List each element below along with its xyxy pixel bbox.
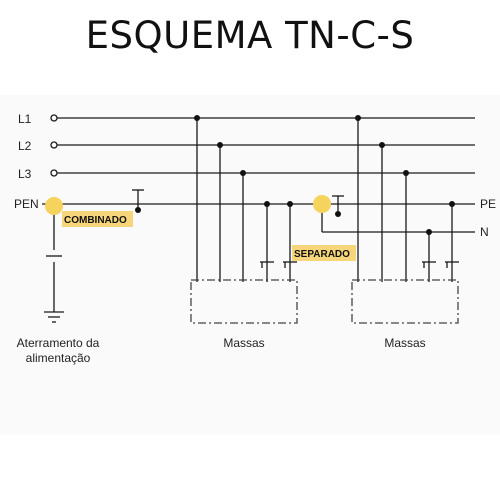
terminal-l3 [50,169,58,177]
label-l3: L3 [18,167,32,181]
combined-tag: COMBINADO [64,215,127,226]
label-pe: PE [480,197,496,211]
junction-dot [335,211,341,217]
junction-dot [379,142,385,148]
separated-tag: SEPARADO [294,249,350,260]
junction-dot [217,142,223,148]
wiring [42,114,475,323]
mass-label-right: Massas [384,336,425,350]
junction-dots [135,115,455,235]
combined-point-marker [45,197,63,215]
mass-box-right [351,279,459,324]
diagram-title: ESQUEMA TN-C-S [85,14,415,57]
terminal-l2 [50,141,58,149]
junction-dot [403,170,409,176]
junction-dot [449,201,455,207]
label-l1: L1 [18,112,32,126]
label-n: N [480,225,489,239]
terminal-l1 [50,114,58,122]
junction-dot [287,201,293,207]
split-point-marker [313,195,331,213]
junction-dot [355,115,361,121]
junction-dot [240,170,246,176]
ground-label-line1: Aterramento da [17,336,100,350]
junction-dot [135,207,141,213]
mass-box-left [190,279,298,324]
combined-tag-bg [62,211,133,227]
junction-dot [426,229,432,235]
ground-label-line2: alimentação [26,351,91,365]
mass-label-left: Massas [223,336,264,350]
label-l2: L2 [18,139,32,153]
junction-dot [264,201,270,207]
junction-dot [194,115,200,121]
separated-tag-bg [292,245,356,261]
label-pen: PEN [14,197,39,211]
diagram-background [0,95,500,435]
